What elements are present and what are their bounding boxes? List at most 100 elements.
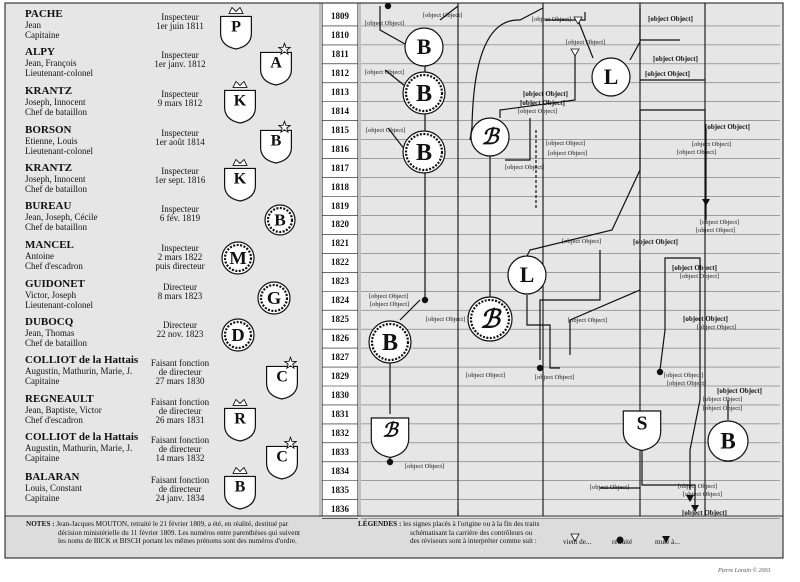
legend-retired-marker <box>616 536 624 544</box>
controller-stamp: ℬ <box>467 296 513 342</box>
inspector-date: 22 nov. 1823 <box>156 329 204 339</box>
legend-title: LÉGENDES : <box>358 520 402 528</box>
inspector-name: PACHE <box>25 8 63 20</box>
transfer-arrow <box>702 199 710 206</box>
year-label: 1821 <box>331 238 349 249</box>
career-line <box>526 109 706 257</box>
inspector-role: de directeur <box>158 444 202 454</box>
svg-text:L: L <box>604 65 619 89</box>
inspector-date: 26 mars 1831 <box>155 415 205 425</box>
year-label: 1816 <box>331 143 349 154</box>
inspector-stamp: A <box>260 41 292 86</box>
controller-stamp: B <box>707 420 749 462</box>
controller-stamp: L <box>591 57 631 97</box>
year-label: 1814 <box>331 105 349 116</box>
inspector-role: Faisant fonction <box>150 475 210 485</box>
reviewer-annotation: [object Object] <box>696 227 736 234</box>
inspector-given-names: Jean <box>25 20 41 30</box>
svg-text:P: P <box>231 19 241 36</box>
svg-text:M: M <box>229 248 246 268</box>
legend-line: des réviseurs sont à interpréter comme s… <box>410 537 537 545</box>
origin-marker <box>573 16 583 25</box>
inspector-role: Inspecteur <box>161 50 199 60</box>
timeline-annotation: [object Object] <box>366 127 406 134</box>
timeline-annotation: [object Object] <box>523 90 568 98</box>
inspector-role: Inspecteur <box>161 243 199 253</box>
inspector-given-names: Etienne, Louis <box>25 136 78 146</box>
year-label: 1825 <box>331 314 349 325</box>
retired-marker <box>536 364 544 372</box>
year-label: 1835 <box>331 484 349 495</box>
reviewer-annotation: [object Object] <box>648 15 693 23</box>
year-label: 1813 <box>331 86 349 97</box>
legend-line: schématisant la carrière des contrôleurs… <box>410 528 533 537</box>
inspector-stamp: D <box>221 318 255 352</box>
inspector-date: 1er août 1814 <box>155 137 205 147</box>
timeline-annotation: [object Object] <box>520 99 565 107</box>
svg-text:S: S <box>637 413 648 434</box>
inspector-stamp: B <box>264 204 296 236</box>
reviewer-annotation: [object Object] <box>703 396 743 403</box>
svg-text:R: R <box>234 411 246 428</box>
notes-block: NOTES : Jean-Jacques MOUTON, retraité le… <box>26 520 346 546</box>
retired-marker <box>421 296 429 304</box>
svg-text:G: G <box>267 288 281 308</box>
svg-text:B: B <box>271 133 282 150</box>
timeline-annotation: [object Object] <box>423 12 463 19</box>
inspector-rank: Lieutenant-colonel <box>25 146 93 156</box>
svg-text:L: L <box>520 263 535 287</box>
year-label: 1820 <box>331 219 349 230</box>
reviewer-annotation: [object Object] <box>680 273 720 280</box>
controller-stamp: L <box>507 255 547 295</box>
timeline-annotation: [object Object] <box>562 238 602 245</box>
controller-stamp: S <box>622 410 662 452</box>
inspector-stamp: K <box>224 80 256 124</box>
inspector-name: ALPY <box>25 46 55 58</box>
svg-text:B: B <box>416 140 432 166</box>
retired-marker <box>656 368 664 376</box>
year-label: 1823 <box>331 276 349 287</box>
career-line <box>545 12 586 21</box>
reviewer-annotation: [object Object] <box>664 372 704 379</box>
year-label: 1834 <box>331 465 349 476</box>
inspector-stamp: C <box>266 435 298 480</box>
controller-stamp: B <box>402 130 446 174</box>
year-label: 1827 <box>331 352 349 363</box>
legend-transfer-arrow <box>662 536 670 543</box>
inspector-role: Inspecteur <box>161 12 199 22</box>
transfer-arrow <box>686 495 694 502</box>
svg-text:K: K <box>234 93 247 110</box>
svg-text:ℬ: ℬ <box>481 125 500 149</box>
timeline-annotation: [object Object] <box>568 317 608 324</box>
svg-text:B: B <box>274 211 286 230</box>
timeline-annotation: [object Object] <box>505 164 545 171</box>
inspector-rank: Lieutenant-colonel <box>25 68 93 78</box>
inspector-rank: Chef d'escadron <box>25 261 83 271</box>
legend-item-mute: muté à... <box>655 538 680 546</box>
year-label: 1811 <box>331 48 349 59</box>
notes-line: les noms de BICK et BISCH portant les mê… <box>58 537 297 545</box>
inspector-rank: Chef de bataillon <box>25 338 87 348</box>
career-line <box>387 127 406 151</box>
timeline-annotation: [object Object] <box>566 39 606 46</box>
inspector-role: Inspecteur <box>161 166 199 176</box>
inspector-rank: Capitaine <box>25 453 60 463</box>
inspector-role: Faisant fonction <box>150 358 210 368</box>
inspector-name: BUREAU <box>25 200 72 212</box>
reviewer-annotation: [object Object] <box>703 405 743 412</box>
svg-text:A: A <box>270 55 282 72</box>
timeline-annotation: [object Object] <box>546 140 586 147</box>
inspector-date: 1er sept. 1816 <box>154 175 206 185</box>
inspector-given-names: Augustin, Mathurin, Marie, J. <box>25 366 133 376</box>
year-label: 1832 <box>331 427 349 438</box>
career-line <box>439 5 459 21</box>
reviewer-annotation: [object Object] <box>705 123 750 131</box>
inspector-name: DUBOCQ <box>25 316 74 328</box>
reviewer-annotation: [object Object] <box>653 55 698 63</box>
timeline-annotation: [object Object] <box>405 463 445 470</box>
reviewer-annotation: [object Object] <box>683 315 728 323</box>
timeline-annotation: [object Object] <box>548 150 588 157</box>
inspector-date: 1er juin 1811 <box>156 21 204 31</box>
year-label: 1833 <box>331 446 349 457</box>
svg-text:B: B <box>382 330 398 356</box>
